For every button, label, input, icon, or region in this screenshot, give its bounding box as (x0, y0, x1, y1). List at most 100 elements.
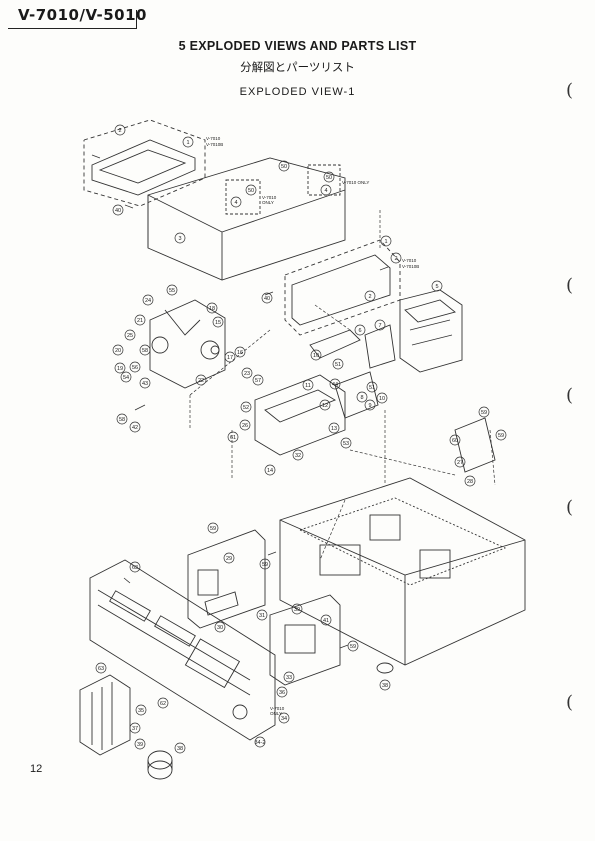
callout-44: 44 (332, 382, 338, 388)
view-label: EXPLODED VIEW-1 (239, 86, 356, 98)
callout-25: 25 (127, 333, 133, 339)
callout-50c: 50 (248, 188, 254, 194)
callout-29: 29 (226, 556, 232, 562)
right-bracket (454, 417, 496, 473)
callout-27: 27 (457, 460, 463, 466)
callout-4b: 4 (234, 200, 237, 206)
callout-36: 36 (279, 690, 285, 696)
edge-mark-3: ( (566, 385, 574, 406)
middle-bracket (254, 374, 346, 456)
callout-24: 24 (145, 298, 151, 304)
callout-59e: 59 (350, 644, 356, 650)
left-mechanism (149, 299, 226, 389)
dashed-box-v7010-only-2 (225, 179, 261, 215)
callout-12: 12 (322, 403, 328, 409)
callout-53: 53 (343, 441, 349, 447)
header-rule (8, 28, 136, 29)
callout-61: 61 (230, 435, 236, 441)
svg-text:V-7010B: V-7010B (402, 264, 419, 269)
callout-54: 54 (123, 375, 129, 381)
top-cover (147, 157, 346, 281)
callout-41: 41 (323, 618, 329, 624)
callout-1: 1 (186, 140, 189, 146)
callout-13: 13 (331, 426, 337, 432)
callout-40: 40 (115, 208, 121, 214)
callout-38: 38 (177, 746, 183, 752)
edge-mark-4: ( (566, 497, 574, 518)
callout-26: 26 (242, 423, 248, 429)
callout-38b: 38 (382, 683, 388, 689)
foot (376, 662, 394, 674)
note-v7010-v7010b-b: V-7010 (402, 258, 417, 263)
callout-16: 16 (237, 350, 243, 356)
callout-37: 37 (132, 726, 138, 732)
circuit-board-1 (187, 529, 266, 629)
cassette-door (79, 674, 131, 756)
callout-2b: 2 (394, 256, 397, 262)
callout-23: 23 (244, 371, 250, 377)
model-header: V-7010/V-5010 (18, 6, 147, 24)
callout-59c: 59 (210, 526, 216, 532)
callout-57: 57 (255, 378, 261, 384)
callout-31: 31 (259, 613, 265, 619)
section-title: 5 EXPLODED VIEWS AND PARTS LIST (178, 39, 417, 53)
callout-59b: 59 (498, 433, 504, 439)
side-panel-part (291, 254, 391, 326)
callout-15: 15 (215, 320, 221, 326)
callout-2: 2 (118, 128, 121, 134)
section-subtitle-jp: 分解図とパーツリスト (240, 60, 355, 74)
callout-39: 39 (294, 607, 300, 613)
callout-63: 63 (132, 565, 138, 571)
callout-9: 9 (368, 403, 371, 409)
callout-11: 11 (305, 383, 311, 389)
bracket-small-1 (309, 329, 361, 359)
callout-21: 21 (137, 318, 143, 324)
callout-39b: 39 (137, 742, 143, 748)
note-v7010-only-c: V-7010 (270, 706, 285, 711)
dashed-group-front-panel (83, 119, 206, 207)
note-v7010-only-a: V-7010 ONLY (342, 180, 369, 185)
callout-42: 42 (132, 425, 138, 431)
callout-50b: 50 (326, 175, 332, 181)
edge-mark-1: ( (566, 80, 574, 101)
callout-58: 58 (142, 348, 148, 354)
callout-58b: 58 (119, 417, 125, 423)
callout-28: 28 (467, 479, 473, 485)
callout-14: 14 (267, 468, 273, 474)
callout-10: 10 (313, 353, 319, 359)
svg-text:V-7010B: V-7010B (206, 142, 223, 147)
knob (147, 750, 173, 770)
callout-33: 33 (286, 675, 292, 681)
header-tick (136, 10, 137, 29)
callout-55: 55 (169, 288, 175, 294)
callout-17: 17 (227, 355, 233, 361)
callout-10b: 10 (379, 396, 385, 402)
callout-3: 3 (178, 236, 181, 242)
callout-32: 32 (295, 453, 301, 459)
dashed-box-v7010-only (307, 164, 341, 196)
callout-63b: 63 (98, 666, 104, 672)
callout-51b: 51 (369, 385, 375, 391)
callout-59: 59 (481, 410, 487, 416)
note-v7010-v7010b-a: V-7010 (206, 136, 221, 141)
callout-40b: 40 (264, 296, 270, 302)
callout-18: 18 (209, 306, 215, 312)
front-panel (89, 559, 276, 741)
callout-19: 19 (117, 366, 123, 372)
callout-52: 52 (243, 405, 249, 411)
circuit-board-2 (269, 594, 341, 686)
edge-mark-5: ( (566, 692, 574, 713)
callout-8: 8 (360, 395, 363, 401)
callout-2c: 2 (368, 294, 371, 300)
callout-60: 60 (452, 438, 458, 444)
callout-51: 51 (335, 362, 341, 368)
bracket-small-3 (364, 324, 396, 369)
edge-mark-2: ( (566, 275, 574, 296)
callout-6: 6 (358, 328, 361, 334)
callout-35: 35 (138, 708, 144, 714)
callout-7: 7 (378, 323, 381, 329)
callout-5: 5 (435, 284, 438, 290)
callout-50: 50 (281, 164, 287, 170)
callout-59d: 59 (262, 562, 268, 568)
